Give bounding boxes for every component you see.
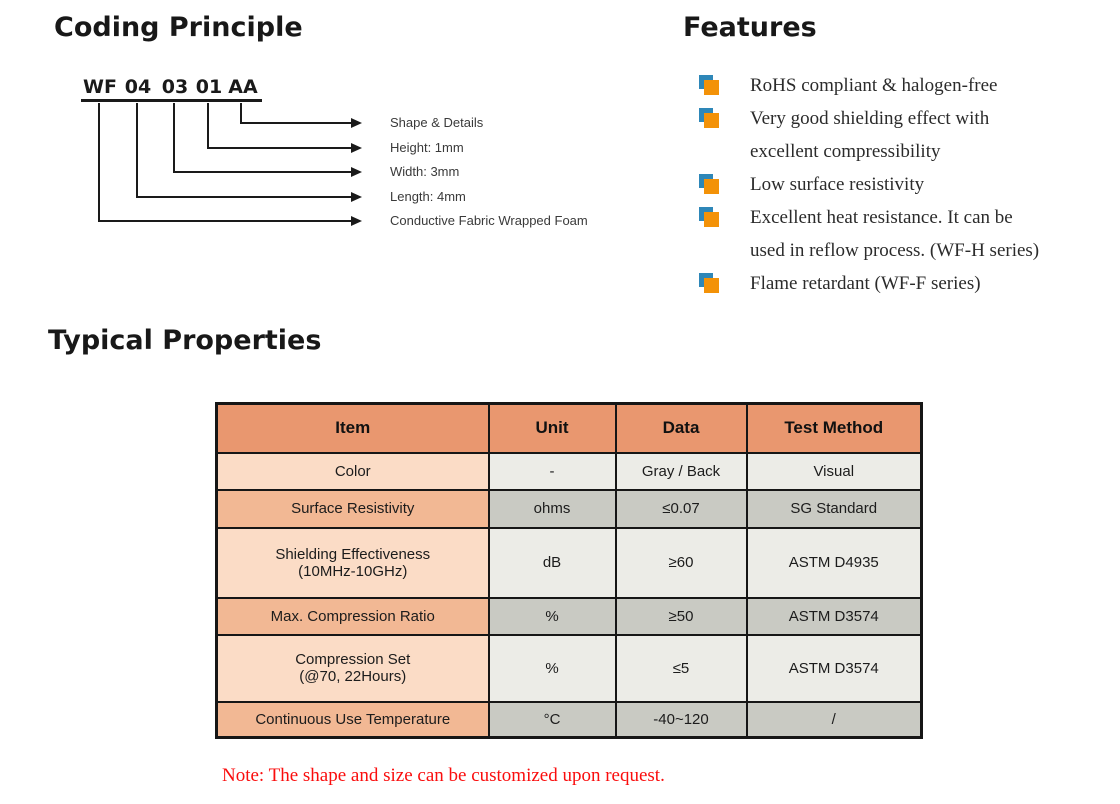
cell-item: Max. Compression Ratio bbox=[215, 596, 490, 636]
cell-unit: ohms bbox=[487, 488, 617, 529]
arrow-icon bbox=[351, 143, 362, 153]
features-list: RoHS compliant & halogen-free Very good … bbox=[683, 69, 1103, 300]
properties-table: Item Unit Data Test Method Color - Gray … bbox=[215, 402, 923, 739]
cell-data: ≥50 bbox=[614, 596, 748, 636]
square-bullet-icon bbox=[699, 174, 719, 194]
cell-unit: °C bbox=[487, 700, 617, 739]
connector-line bbox=[136, 103, 138, 198]
table-row: Surface Resistivity ohms ≤0.07 SG Standa… bbox=[215, 488, 923, 529]
cell-item: Continuous Use Temperature bbox=[215, 700, 490, 739]
cell-item: Shielding Effectiveness (10MHz-10GHz) bbox=[215, 526, 490, 599]
cell-item: Surface Resistivity bbox=[215, 488, 490, 529]
arrow-icon bbox=[351, 216, 362, 226]
cell-test: Visual bbox=[745, 451, 923, 491]
connector-line bbox=[207, 147, 352, 149]
connector-line bbox=[173, 103, 175, 173]
connector-line bbox=[240, 122, 352, 124]
cell-unit: - bbox=[487, 451, 617, 491]
feature-text: excellent compressibility bbox=[750, 141, 941, 162]
diagram-label-width: Width: 3mm bbox=[390, 164, 460, 179]
table-row: Compression Set (@70, 22Hours) % ≤5 ASTM… bbox=[215, 633, 923, 703]
code-part-width: 03 bbox=[156, 76, 194, 102]
cell-unit: % bbox=[487, 596, 617, 636]
arrow-icon bbox=[351, 118, 362, 128]
cell-test: ASTM D4935 bbox=[745, 526, 923, 599]
cell-data: ≤5 bbox=[614, 633, 748, 703]
square-bullet-icon bbox=[699, 75, 719, 95]
cell-unit: dB bbox=[487, 526, 617, 599]
code-part-height: 01 bbox=[190, 76, 228, 102]
code-part-shape: AA bbox=[224, 76, 262, 102]
cell-unit: % bbox=[487, 633, 617, 703]
column-header-unit: Unit bbox=[487, 402, 617, 454]
cell-test: ASTM D3574 bbox=[745, 633, 923, 703]
connector-line bbox=[240, 103, 242, 124]
cell-test: ASTM D3574 bbox=[745, 596, 923, 636]
table-row: Color - Gray / Back Visual bbox=[215, 451, 923, 491]
table-row: Shielding Effectiveness (10MHz-10GHz) dB… bbox=[215, 526, 923, 599]
list-item: Very good shielding effect with bbox=[683, 102, 1103, 135]
column-header-item: Item bbox=[215, 402, 490, 454]
connector-line bbox=[98, 220, 352, 222]
diagram-label-height: Height: 1mm bbox=[390, 140, 464, 155]
code-part-length: 04 bbox=[119, 76, 157, 102]
cell-test: / bbox=[745, 700, 923, 739]
feature-text: RoHS compliant & halogen-free bbox=[750, 75, 998, 96]
table-header-row: Item Unit Data Test Method bbox=[215, 402, 923, 454]
customization-note: Note: The shape and size can be customiz… bbox=[222, 765, 665, 786]
feature-text: Low surface resistivity bbox=[750, 174, 925, 195]
table-row: Continuous Use Temperature °C -40~120 / bbox=[215, 700, 923, 739]
features-title: Features bbox=[683, 12, 817, 43]
square-bullet-icon bbox=[699, 273, 719, 293]
list-item: Excellent heat resistance. It can be bbox=[683, 201, 1103, 234]
list-item: excellent compressibility bbox=[683, 135, 1103, 168]
cell-data: ≥60 bbox=[614, 526, 748, 599]
feature-text: Very good shielding effect with bbox=[750, 108, 990, 129]
feature-text: Flame retardant (WF-F series) bbox=[750, 273, 981, 294]
list-item: Flame retardant (WF-F series) bbox=[683, 267, 1103, 300]
square-bullet-icon bbox=[699, 108, 719, 128]
cell-data: Gray / Back bbox=[614, 451, 748, 491]
cell-data: ≤0.07 bbox=[614, 488, 748, 529]
feature-text: Excellent heat resistance. It can be bbox=[750, 207, 1013, 228]
cell-item: Color bbox=[215, 451, 490, 491]
code-part-wf: WF bbox=[81, 76, 119, 102]
connector-line bbox=[173, 171, 352, 173]
connector-line bbox=[98, 103, 100, 222]
connector-line bbox=[136, 196, 352, 198]
diagram-label-shape: Shape & Details bbox=[390, 115, 484, 130]
feature-text: used in reflow process. (WF-H series) bbox=[750, 240, 1040, 261]
typical-properties-title: Typical Properties bbox=[48, 325, 322, 356]
cell-test: SG Standard bbox=[745, 488, 923, 529]
list-item: RoHS compliant & halogen-free bbox=[683, 69, 1103, 102]
arrow-icon bbox=[351, 192, 362, 202]
list-item: used in reflow process. (WF-H series) bbox=[683, 234, 1103, 267]
table-row: Max. Compression Ratio % ≥50 ASTM D3574 bbox=[215, 596, 923, 636]
cell-data: -40~120 bbox=[614, 700, 748, 739]
cell-item: Compression Set (@70, 22Hours) bbox=[215, 633, 490, 703]
coding-principle-title: Coding Principle bbox=[54, 12, 303, 43]
diagram-label-length: Length: 4mm bbox=[390, 189, 466, 204]
arrow-icon bbox=[351, 167, 362, 177]
list-item: Low surface resistivity bbox=[683, 168, 1103, 201]
square-bullet-icon bbox=[699, 207, 719, 227]
connector-line bbox=[207, 103, 209, 149]
column-header-test-method: Test Method bbox=[745, 402, 923, 454]
diagram-label-material: Conductive Fabric Wrapped Foam bbox=[390, 213, 588, 228]
column-header-data: Data bbox=[614, 402, 748, 454]
